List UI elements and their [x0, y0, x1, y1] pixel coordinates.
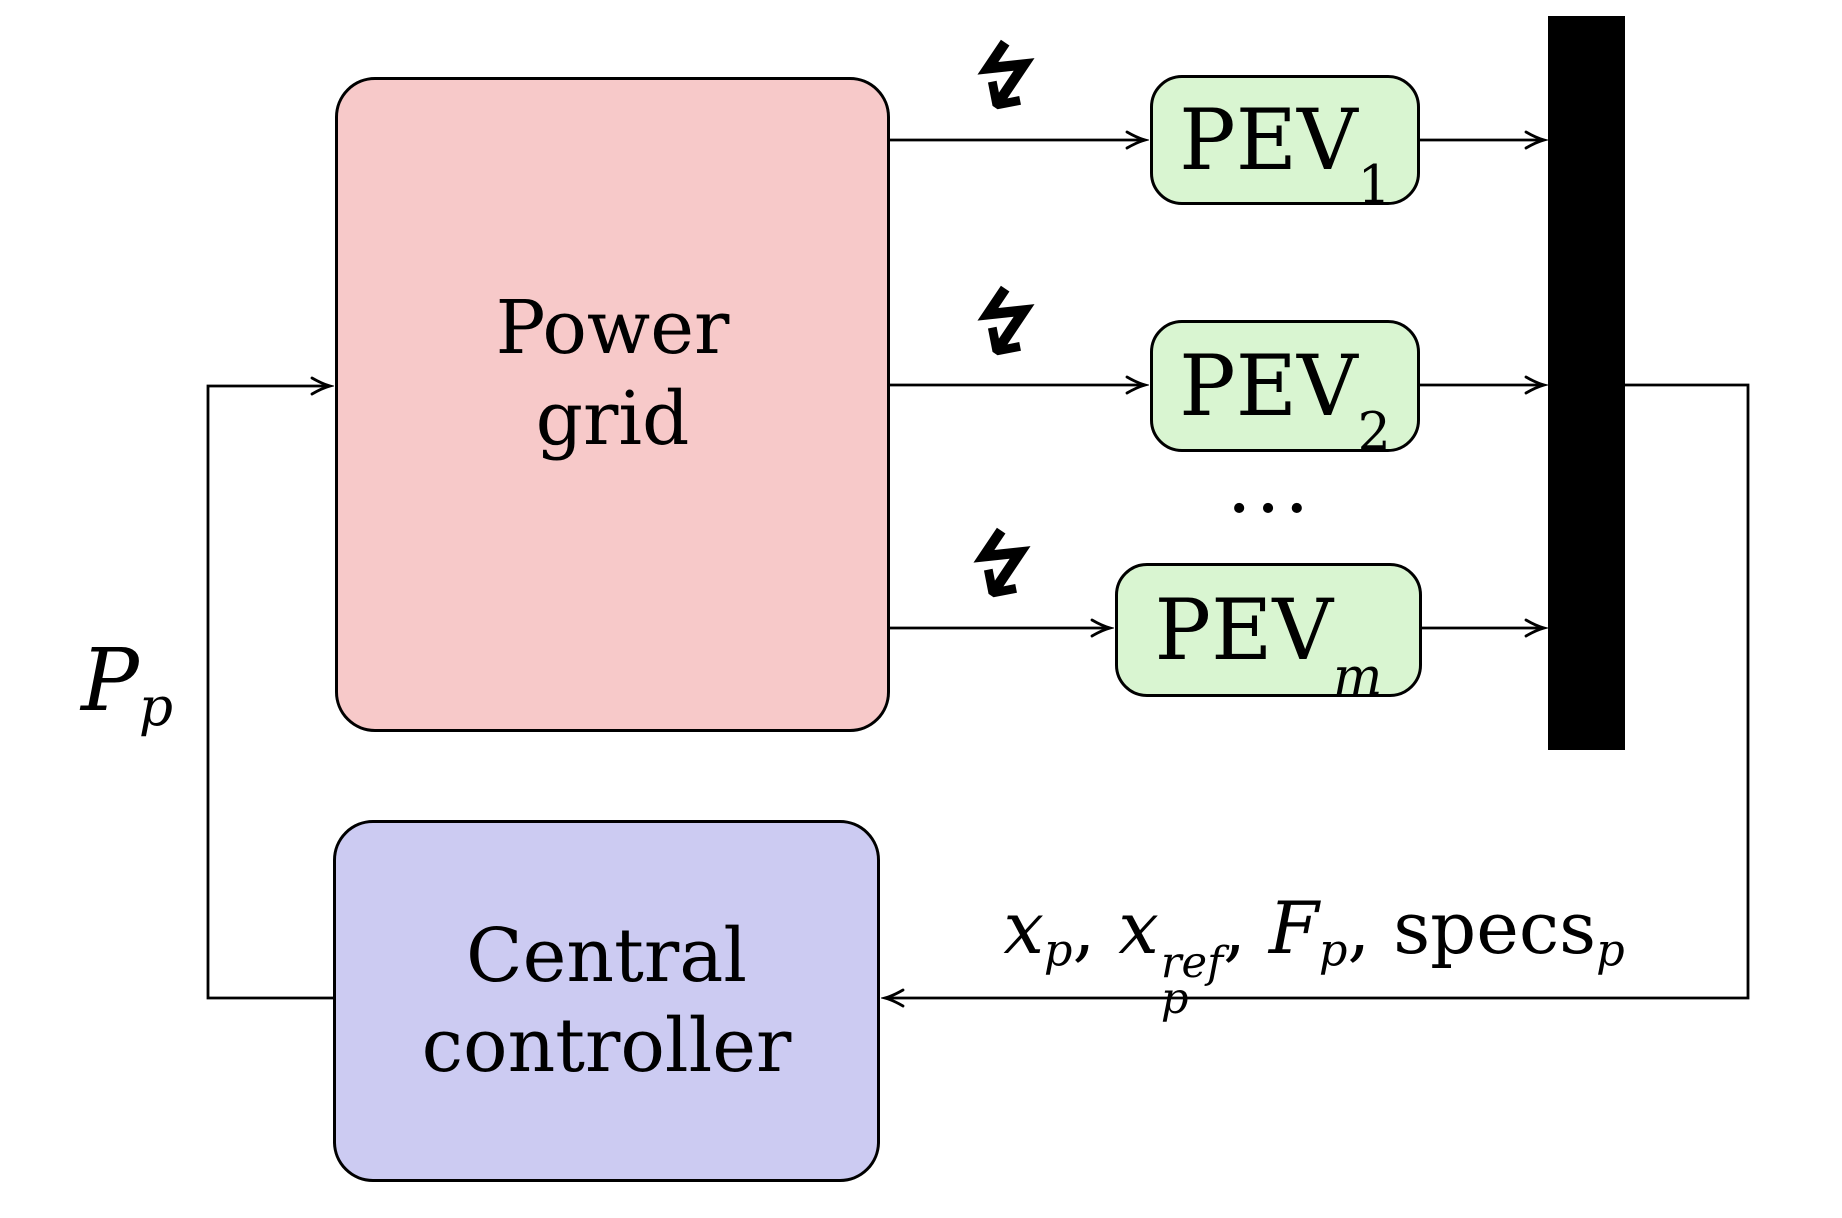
charging-bus-bar [1548, 16, 1625, 750]
fb-specs: specs [1393, 886, 1597, 970]
lightning-icon: ↯ [945, 504, 1055, 629]
pevm-label: PEV [1154, 581, 1334, 679]
pev2-label: PEV [1179, 337, 1358, 435]
fb-xref: x [1118, 886, 1159, 970]
pev1-subscript: 1 [1357, 155, 1391, 216]
lightning-icon: ↯ [949, 16, 1059, 141]
ellipsis-more-pevs: ... [1226, 441, 1314, 532]
pp-base: P [80, 631, 139, 731]
controller-label-line2: controller [421, 1003, 792, 1089]
power-grid-box: Power grid [335, 77, 890, 732]
lightning-icon: ↯ [949, 262, 1059, 387]
fb-xref-sub: p [1160, 974, 1189, 1025]
power-grid-label-line2: grid [535, 375, 690, 462]
fb-xref-sup: ref [1160, 937, 1224, 988]
fb-f-sub: p [1318, 924, 1348, 977]
pp-subscript: p [138, 675, 173, 738]
fb-f: F [1268, 886, 1319, 970]
fb-sep: , [1223, 886, 1269, 970]
controller-to-grid-line [206, 386, 333, 1000]
power-grid-label-line1: Power [495, 285, 730, 372]
controller-label-line1: Central [466, 912, 747, 999]
power-signal-label: Pp [52, 638, 202, 734]
pevm-subscript: m [1333, 647, 1383, 708]
central-controller-box: Central controller [333, 820, 880, 1182]
pev2-subscript: 2 [1357, 402, 1391, 463]
fb-specs-sub: p [1596, 924, 1625, 977]
fb-x-sub: p [1043, 924, 1073, 977]
fb-sep: , [1072, 886, 1119, 970]
pev1-label: PEV [1179, 91, 1358, 189]
fb-sep: , [1347, 886, 1394, 970]
fb-x: x [1003, 886, 1044, 970]
